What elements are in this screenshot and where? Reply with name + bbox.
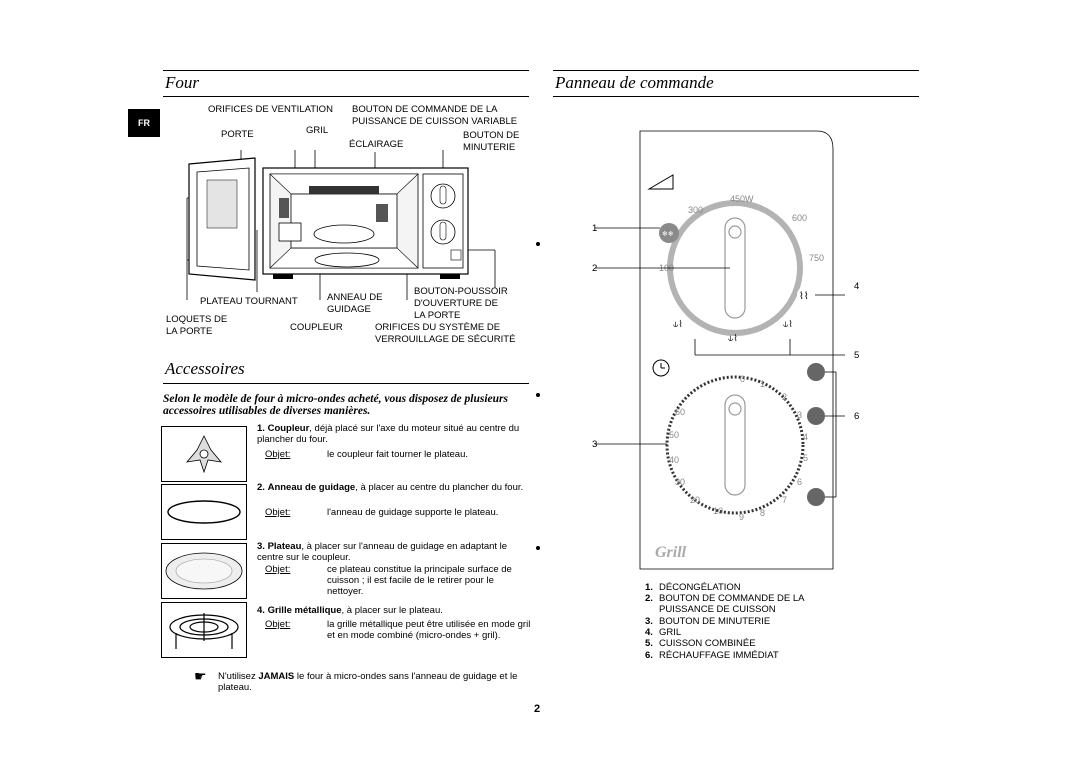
accessory-3-object: Objet: ce plateau constitue la principal… xyxy=(265,564,512,597)
timer-mark: 8 xyxy=(760,508,765,518)
accessory-4-object: Objet: la grille métallique peut être ut… xyxy=(265,619,531,641)
callout-2: 2 xyxy=(592,263,598,274)
timer-mark: 10 xyxy=(713,506,723,516)
accessories-rule xyxy=(163,383,529,384)
timer-mark: 1 xyxy=(760,379,765,389)
label-safety-1: ORIFICES DU SYSTÈME DE xyxy=(375,322,501,333)
accessories-intro: Selon le modèle de four à micro-ondes ac… xyxy=(163,393,508,417)
accessory-3: 3. Plateau, à placer sur l'anneau de gui… xyxy=(257,541,508,563)
oven-illustration xyxy=(186,150,496,300)
legend-item: 1.DÉCONGÉLATION xyxy=(645,582,741,593)
accessory-1-object: Objet: le coupleur fait tourner le plate… xyxy=(265,449,469,460)
bullet-dot xyxy=(536,393,540,397)
four-bottom-rule xyxy=(163,96,529,97)
label-safety-2: VERROUILLAGE DE SÉCURITÉ xyxy=(375,334,516,345)
label-ring-2: GUIDAGE xyxy=(327,304,371,315)
accessory-2-object: Objet: l'anneau de guidage supporte le p… xyxy=(265,507,499,518)
combi-icon: ⫝⌇ xyxy=(673,319,683,330)
ring-image xyxy=(161,484,247,540)
four-top-rule xyxy=(163,70,529,71)
accessories-title: Accessoires xyxy=(165,359,245,378)
four-title: Four xyxy=(165,73,199,92)
label-latch-1: LOQUETS DE xyxy=(166,314,228,325)
bullet-dot xyxy=(536,546,540,550)
callout-3: 3 xyxy=(592,439,598,450)
label-ring-1: ANNEAU DE xyxy=(327,292,383,303)
timer-mark: 20 xyxy=(690,495,700,505)
power-mark: 750 xyxy=(809,253,824,263)
label-power-knob-2: PUISSANCE DE CUISSON VARIABLE xyxy=(352,116,518,127)
bullet-dot xyxy=(536,242,540,246)
timer-mark: 9 xyxy=(739,512,744,522)
power-mark: 450W xyxy=(730,194,754,204)
svg-text:❄❄: ❄❄ xyxy=(662,230,674,238)
accessory-2: 2. Anneau de guidage, à placer au centre… xyxy=(257,482,524,493)
legend-item: 4.GRIL xyxy=(645,627,682,638)
timer-mark: 6 xyxy=(797,477,802,487)
callout-5: 5 xyxy=(854,350,860,361)
label-push-3: LA PORTE xyxy=(414,310,461,321)
legend-item: PUISSANCE DE CUISSON xyxy=(659,604,776,615)
accessory-4: 4. Grille métallique, à placer sur le pl… xyxy=(257,605,443,616)
power-mark: 600 xyxy=(792,213,807,223)
timer-mark: 7 xyxy=(782,495,787,505)
label-push-1: BOUTON-POUSSOIR xyxy=(414,286,508,297)
label-grill: GRIL xyxy=(306,125,329,136)
label-light: ÉCLAIRAGE xyxy=(349,139,404,150)
power-mark: 300 xyxy=(688,205,703,215)
callout-6: 6 xyxy=(854,411,860,422)
language-tag: FR xyxy=(128,109,160,137)
legend-item: 2.BOUTON DE COMMANDE DE LA xyxy=(645,593,805,604)
label-power-knob-1: BOUTON DE COMMANDE DE LA xyxy=(352,104,498,115)
timer-mark: 5 xyxy=(803,453,808,463)
label-vent: ORIFICES DE VENTILATION xyxy=(208,104,333,115)
grill-brand: Grill xyxy=(655,544,687,561)
timer-mark: 40 xyxy=(669,455,679,465)
combi-icon: ⫝⌇ xyxy=(728,333,738,344)
label-push-2: D'OUVERTURE DE xyxy=(414,298,498,309)
callout-4: 4 xyxy=(854,281,860,292)
panel-bottom-rule xyxy=(553,96,919,97)
label-turntable: PLATEAU TOURNANT xyxy=(200,296,298,307)
label-timer-1: BOUTON DE xyxy=(463,130,520,141)
combi-icon: ⫝⌇ xyxy=(783,319,793,330)
legend-item: 6.RÉCHAUFFAGE IMMÉDIAT xyxy=(645,650,779,661)
timer-mark: 3 xyxy=(797,410,802,420)
panel-title: Panneau de commande xyxy=(555,73,714,92)
pointing-hand-icon: ☛ xyxy=(194,668,207,684)
timer-mark: 30 xyxy=(675,477,685,487)
page-number: 2 xyxy=(534,703,541,715)
timer-mark: 0 xyxy=(740,374,745,384)
timer-mark: 50 xyxy=(669,430,679,440)
control-panel-illustration: 450W 300 600 750 100 ❄❄ ⌇⌇ ⫝⌇ ⫝⌇ ⫝⌇ 0 1 … xyxy=(595,130,845,570)
label-latch-2: LA PORTE xyxy=(166,326,213,337)
panel-top-rule xyxy=(553,70,919,71)
defrost-icon xyxy=(659,223,679,243)
legend-item: 5.CUISSON COMBINÉE xyxy=(645,638,756,649)
label-coupler: COUPLEUR xyxy=(290,322,343,333)
grill-icon: ⌇⌇ xyxy=(799,291,809,302)
label-door: PORTE xyxy=(221,129,254,140)
accessory-1: 1. Coupleur, déjà placé sur l'axe du mot… xyxy=(257,423,520,445)
rack-image xyxy=(161,602,247,658)
timer-mark: 2 xyxy=(782,392,787,402)
legend-item: 3.BOUTON DE MINUTERIE xyxy=(645,616,771,627)
plate-image xyxy=(161,543,247,599)
label-timer-2: MINUTERIE xyxy=(463,142,516,153)
timer-mark: 4 xyxy=(803,432,808,442)
warning-note: N'utilisez JAMAIS le four à micro-ondes … xyxy=(218,671,518,693)
coupler-image xyxy=(161,426,247,482)
callout-1: 1 xyxy=(592,223,598,234)
timer-mark: 60 xyxy=(675,407,685,417)
